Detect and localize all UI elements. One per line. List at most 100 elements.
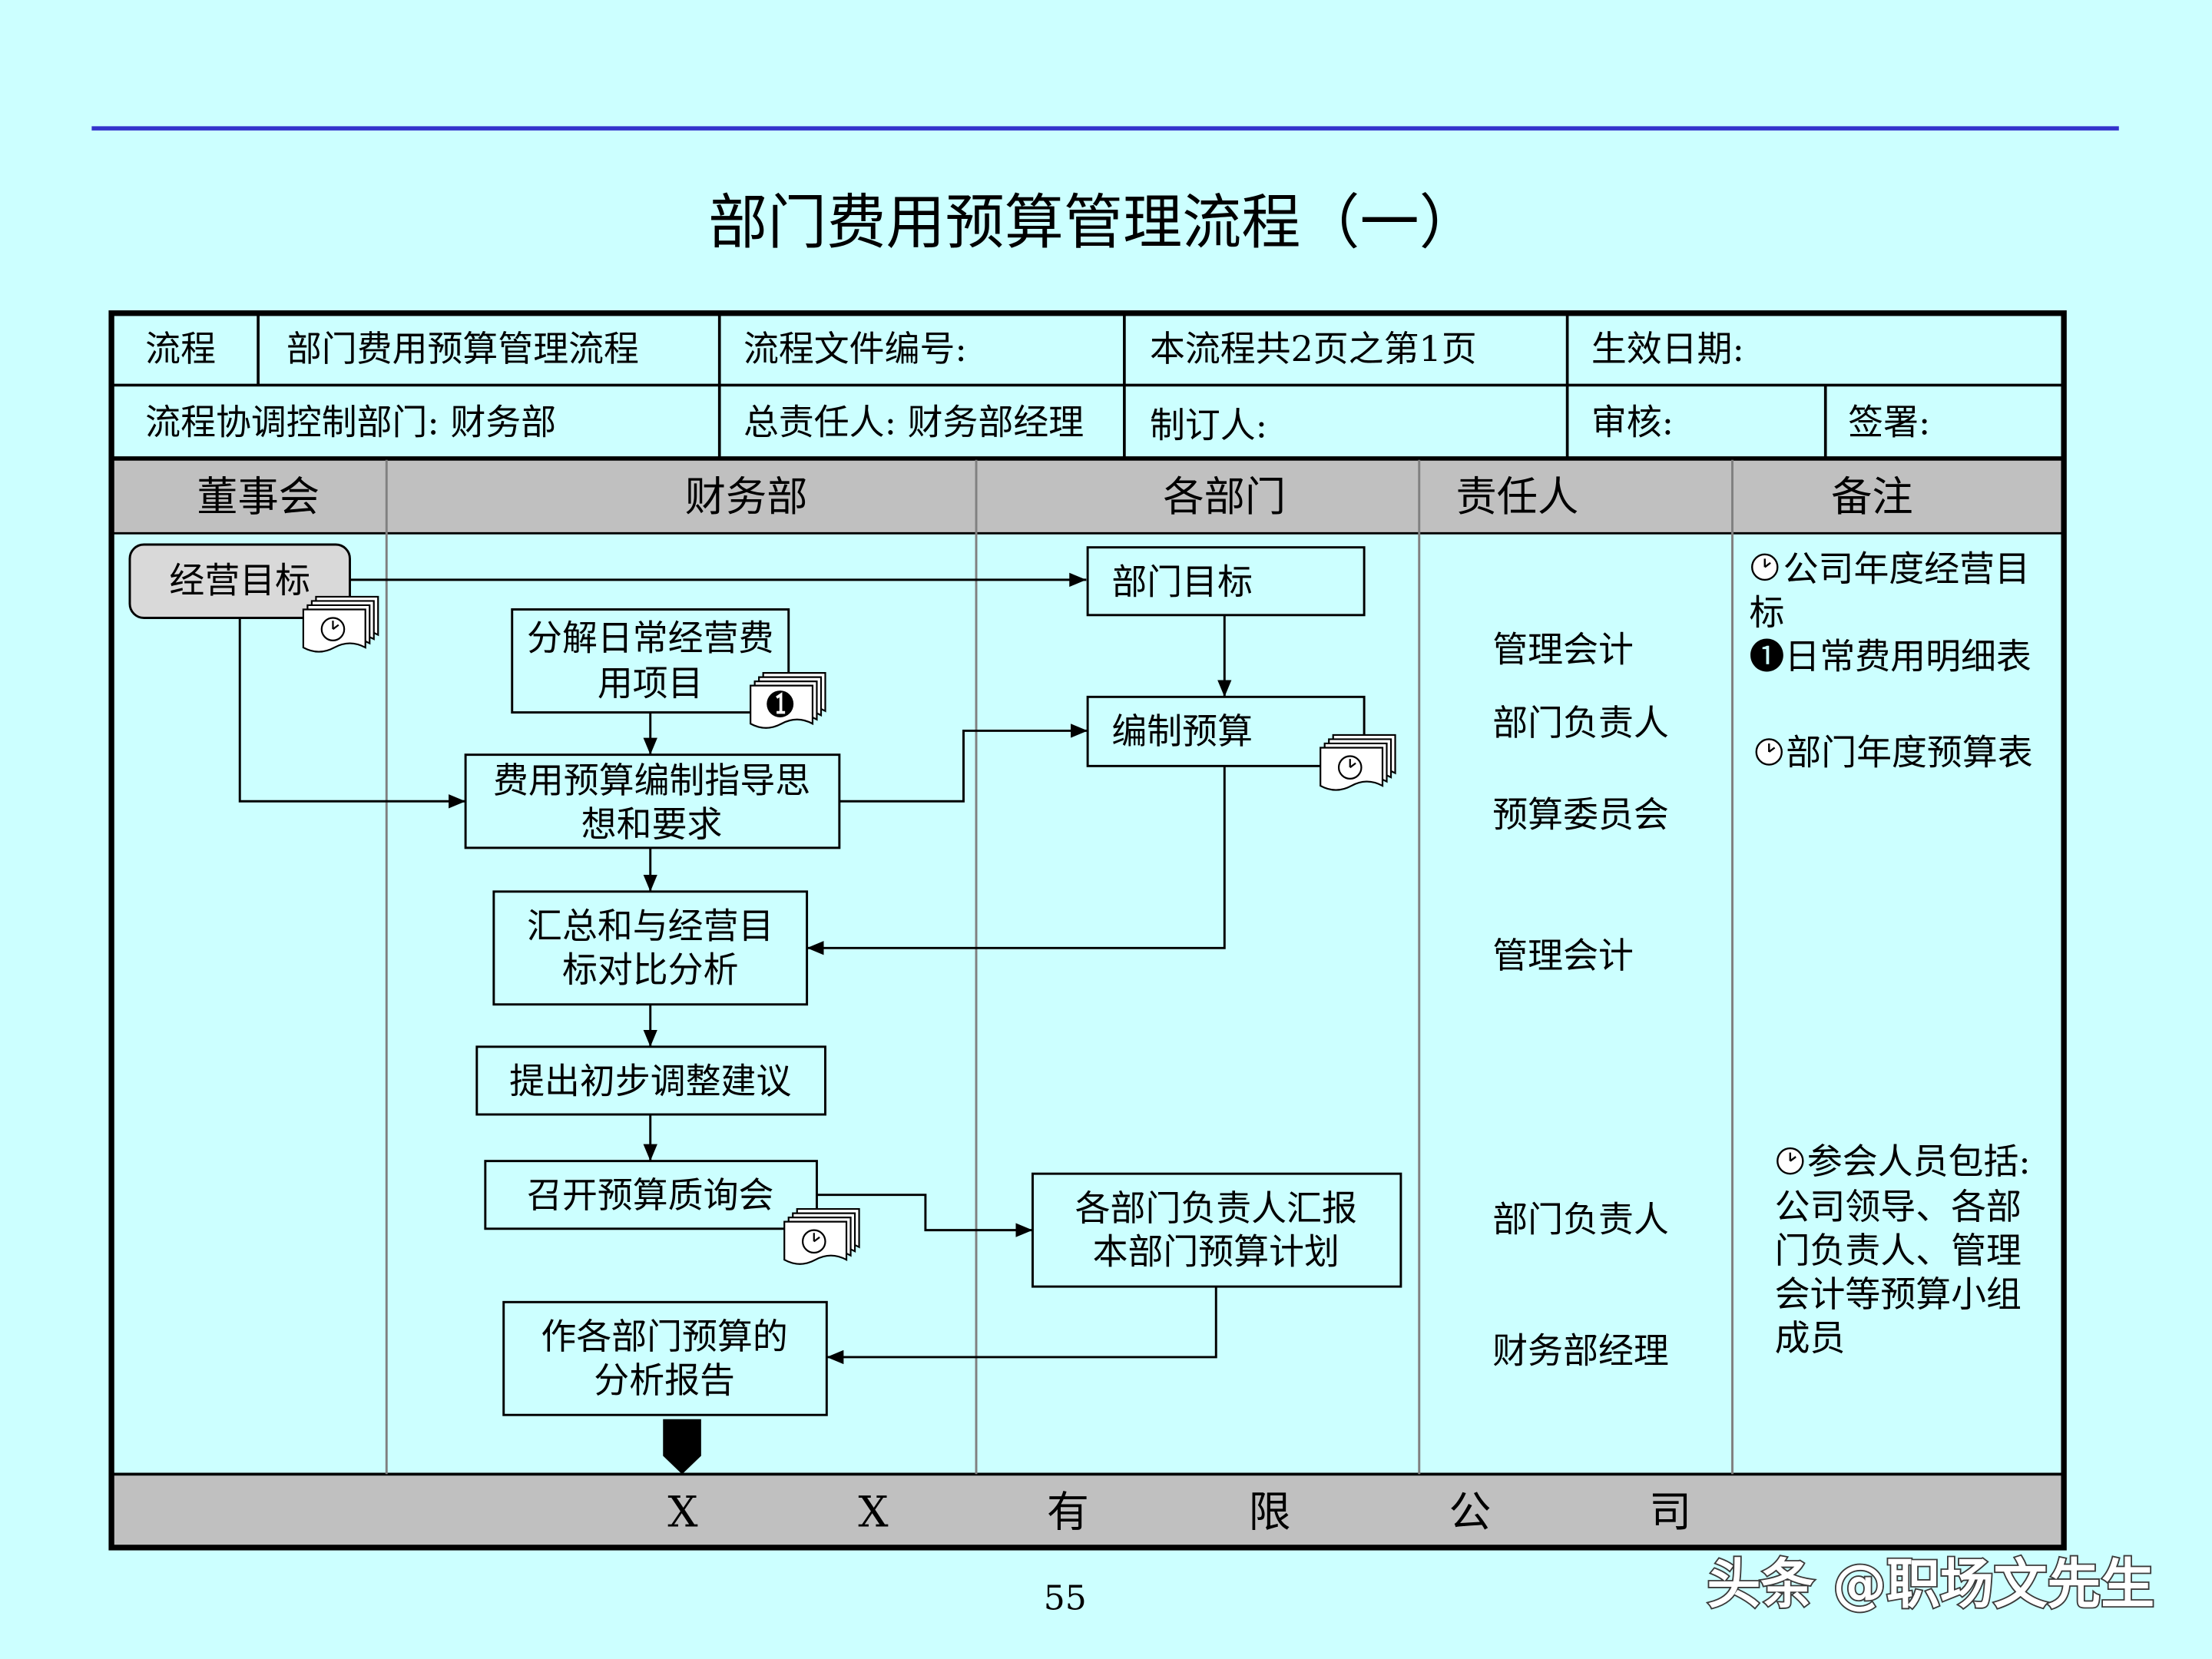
process-label: 流程 (145, 328, 216, 369)
slide-title: 部门费用预算管理流程（一） (708, 188, 1479, 257)
number-1-document-icon (750, 672, 826, 729)
lane-header-responsible: 责任人 (1456, 473, 1579, 521)
connector-dept-report-to-analysis (826, 1286, 1217, 1365)
clock-icon (1777, 1147, 1804, 1175)
responsible-entry: 部门负责人 (1492, 702, 1669, 743)
node-label: 编制预算 (1111, 710, 1253, 752)
flow-node-guideline: 费用预算编制指导思 想和要求 (464, 753, 841, 849)
table-outer-border (108, 310, 2067, 1551)
node-label: 提出初步调整建议 (509, 1060, 791, 1101)
flow-node-decompose-items: 分解日常经营费 用项目 (511, 608, 790, 714)
clock-document-icon (302, 595, 379, 653)
node-box (484, 1160, 818, 1230)
clock-hands (1789, 1152, 1796, 1162)
lane-header-finance: 财务部 (685, 473, 808, 521)
company-char: X (858, 1487, 888, 1536)
clock-document-icon (783, 1207, 860, 1265)
reviewer-label: 审核: (1591, 402, 1674, 443)
node-box (464, 753, 841, 849)
clock-hands (1763, 558, 1771, 568)
note-line: 公司年度经营目 (1783, 548, 2030, 590)
note-line: 部门年度预算表 (1786, 732, 2032, 773)
flow-node-business-goal: 经营目标 (128, 543, 351, 619)
responsible-column: 管理会计 部门负责人 预算委员会 管理会计 部门负责人 财务部经理 (1492, 628, 1669, 1371)
start-node-box (128, 543, 351, 619)
clock-icon (1755, 738, 1783, 766)
lane-header-notes: 备注 (1831, 473, 1913, 521)
node-box (511, 608, 790, 714)
info-table: 流程 部门费用预算管理流程 流程文件编号: 本流程共2页之第1页 生效日期: 流… (145, 328, 1930, 445)
node-label-line: 各部门负责人汇报 (1075, 1187, 1357, 1229)
node-label-line: 本部门预算计划 (1093, 1231, 1339, 1273)
node-label-line: 分析报告 (594, 1359, 735, 1401)
footer-background (112, 1475, 2063, 1547)
flow-node-summary-compare: 汇总和与经营目 标对比分析 (492, 890, 809, 1006)
connector-business-goal-to-guideline (238, 616, 466, 809)
node-box (1031, 1172, 1402, 1288)
note-2: ❶日常费用明细表 (1750, 636, 2032, 677)
node-box (475, 1045, 826, 1116)
note-1: 公司年度经营目 标 (1750, 548, 2030, 634)
connector-compile-budget-to-summary (806, 766, 1226, 955)
node-label-line: 用项目 (598, 663, 704, 704)
responsible-entry: 预算委员会 (1492, 793, 1669, 835)
clock-hands (1768, 743, 1776, 753)
notes-column: 公司年度经营目 标 ❶日常费用明细表 部门年度预算表 参会人员包括: 公司领导、… (1750, 548, 2033, 1359)
flow-node-analysis-report: 作各部门预算的 分析报告 (502, 1300, 828, 1416)
lane-header-background (112, 459, 2063, 534)
responsible-entry: 财务部经理 (1492, 1330, 1669, 1371)
author-label: 制订人: (1150, 404, 1267, 445)
lane-headers: 董事会 财务部 各部门 责任人 备注 (197, 473, 1912, 521)
footer-company-name: X X 有 限 公 司 (667, 1487, 1691, 1536)
node-box (1086, 695, 1366, 767)
clock-document-icon (1320, 733, 1396, 791)
note-line: ❶日常费用明细表 (1750, 636, 2032, 677)
company-char: X (667, 1487, 697, 1536)
note-line: 门负责人、管理 (1775, 1230, 2022, 1271)
process-owner: 总责任人: 财务部经理 (743, 402, 1084, 443)
flow-node-review-meeting: 召开预算质询会 (484, 1160, 818, 1230)
node-box (502, 1300, 828, 1416)
signer-label: 签署: (1848, 402, 1930, 443)
connector-guideline-to-compile-budget (839, 724, 1088, 803)
flow-node-dept-goal: 部门目标 (1086, 546, 1366, 617)
responsible-entry: 部门负责人 (1492, 1198, 1669, 1240)
number-1-glyph (776, 692, 786, 714)
clock-icon (1751, 553, 1779, 581)
off-page-connector-icon (663, 1419, 701, 1475)
note-4: 参会人员包括: 公司领导、各部 门负责人、管理 会计等预算小组 成员 (1775, 1141, 2031, 1359)
company-char: 公 (1449, 1487, 1491, 1536)
lane-header-board: 董事会 (197, 473, 320, 521)
process-name: 部门费用预算管理流程 (286, 328, 639, 369)
node-box (1086, 546, 1366, 617)
company-char: 有 (1047, 1487, 1089, 1536)
page-info: 本流程共2页之第1页 (1150, 328, 1477, 369)
note-line: 参会人员包括: (1807, 1141, 2031, 1182)
note-line: 成员 (1775, 1317, 1846, 1359)
company-char: 限 (1249, 1487, 1291, 1536)
node-label-line: 想和要求 (581, 803, 723, 845)
flow-node-adjust-proposal: 提出初步调整建议 (475, 1045, 826, 1116)
note-line: 标 (1750, 592, 1785, 634)
node-label-line: 分解日常经营费 (527, 618, 773, 659)
clock-hands (813, 1233, 820, 1243)
lane-header-departments: 各部门 (1163, 473, 1286, 521)
table-grid (112, 313, 2063, 1476)
node-box (492, 890, 809, 1006)
clock-hands (332, 621, 339, 631)
note-line: 公司领导、各部 (1775, 1186, 2022, 1227)
node-label-line: 汇总和与经营目 (527, 905, 773, 946)
file-number-label: 流程文件编号: (743, 328, 967, 369)
note-line: 会计等预算小组 (1775, 1273, 2022, 1315)
node-label-line: 标对比分析 (562, 949, 739, 990)
effective-date-label: 生效日期: (1591, 328, 1744, 369)
watermark: 头条 @职场文先生 (1707, 1554, 2154, 1616)
node-label-line: 作各部门预算的 (541, 1316, 787, 1357)
node-label: 部门目标 (1111, 561, 1253, 602)
company-char: 司 (1649, 1487, 1691, 1536)
flow-node-dept-report: 各部门负责人汇报 本部门预算计划 (1031, 1172, 1402, 1288)
flow-connectors (238, 572, 1232, 1365)
note-3: 部门年度预算表 (1755, 732, 2033, 773)
